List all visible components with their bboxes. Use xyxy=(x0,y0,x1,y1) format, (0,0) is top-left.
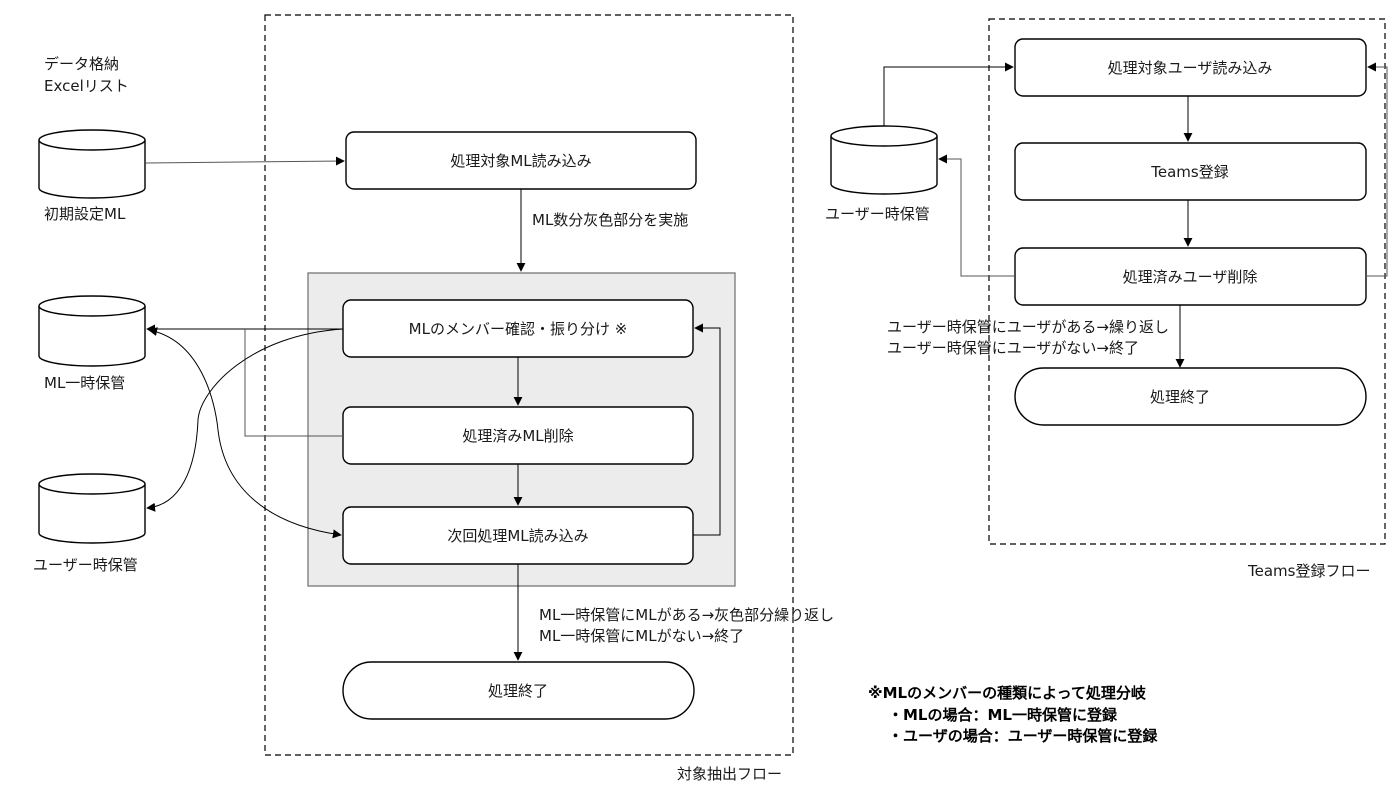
step-load-user-label: 処理対象ユーザ読み込み xyxy=(1108,59,1273,77)
edge-note-loop: ML数分灰色部分を実施 xyxy=(532,211,688,229)
step-teams-register-label: Teams登録 xyxy=(1150,163,1228,181)
db-initial-ml-label: 初期設定ML xyxy=(44,205,126,223)
condition-note-1: ML一時保管にMLがある→灰色部分繰り返し xyxy=(539,606,834,624)
database-icon xyxy=(38,306,146,367)
edge-user-temp-to-load xyxy=(883,62,1014,126)
end-terminal-left-label: 処理終了 xyxy=(488,682,548,700)
condition-note-2: ML一時保管にMLがない→終了 xyxy=(539,627,744,645)
db-user-temp-right-label: ユーザー時保管 xyxy=(825,205,930,223)
db-user-temp-left[interactable] xyxy=(38,473,146,544)
datastore-caption-line2: Excelリスト xyxy=(44,77,129,95)
end-terminal-right[interactable] xyxy=(1014,367,1367,426)
database-icon xyxy=(38,140,146,199)
step-delete-user-label: 処理済みユーザ削除 xyxy=(1123,268,1258,286)
db-ml-temp-label: ML一時保管 xyxy=(44,374,125,392)
database-icon xyxy=(830,136,938,195)
end-terminal-right-label: 処理終了 xyxy=(1150,388,1210,406)
step-load-next-ml-label: 次回処理ML読み込み xyxy=(447,527,588,545)
step-check-members-label: MLのメンバー確認・振り分け ※ xyxy=(409,320,628,338)
edge-initial-to-load xyxy=(145,156,345,166)
edge-next-to-check-loop xyxy=(693,323,721,536)
db-initial-ml[interactable] xyxy=(38,129,146,199)
end-terminal-left[interactable] xyxy=(342,661,695,720)
footnote-item-ml: ・MLの場合：ML一時保管に登録 xyxy=(888,706,1118,724)
step-load-user[interactable] xyxy=(1014,38,1367,97)
teams-flow-label: Teams登録フロー xyxy=(1247,562,1370,580)
user-condition-note-1: ユーザー時保管にユーザがある→繰り返し xyxy=(887,318,1169,336)
edge-delete-to-load-loop xyxy=(1366,62,1388,277)
db-ml-temp[interactable] xyxy=(38,295,146,367)
edge-ml-temp-to-load-next xyxy=(148,327,342,539)
db-user-temp-right[interactable] xyxy=(830,125,938,195)
datastore-caption-line1: データ格納 xyxy=(44,55,119,73)
footnote-item-user: ・ユーザの場合：ユーザー時保管に登録 xyxy=(888,727,1158,745)
db-user-temp-left-label: ユーザー時保管 xyxy=(33,556,138,574)
step-delete-processed-ml-label: 処理済みML削除 xyxy=(462,427,573,445)
edge-delete-to-user-temp xyxy=(938,154,1015,277)
database-icon xyxy=(38,484,146,544)
user-condition-note-2: ユーザー時保管にユーザがない→終了 xyxy=(887,339,1139,357)
step-teams-register[interactable] xyxy=(1014,142,1367,201)
footnote-title: ※MLのメンバーの種類によって処理分岐 xyxy=(868,684,1147,702)
extraction-flow-label: 対象抽出フロー xyxy=(677,765,782,783)
step-load-target-ml-label: 処理対象ML読み込み xyxy=(450,152,591,170)
